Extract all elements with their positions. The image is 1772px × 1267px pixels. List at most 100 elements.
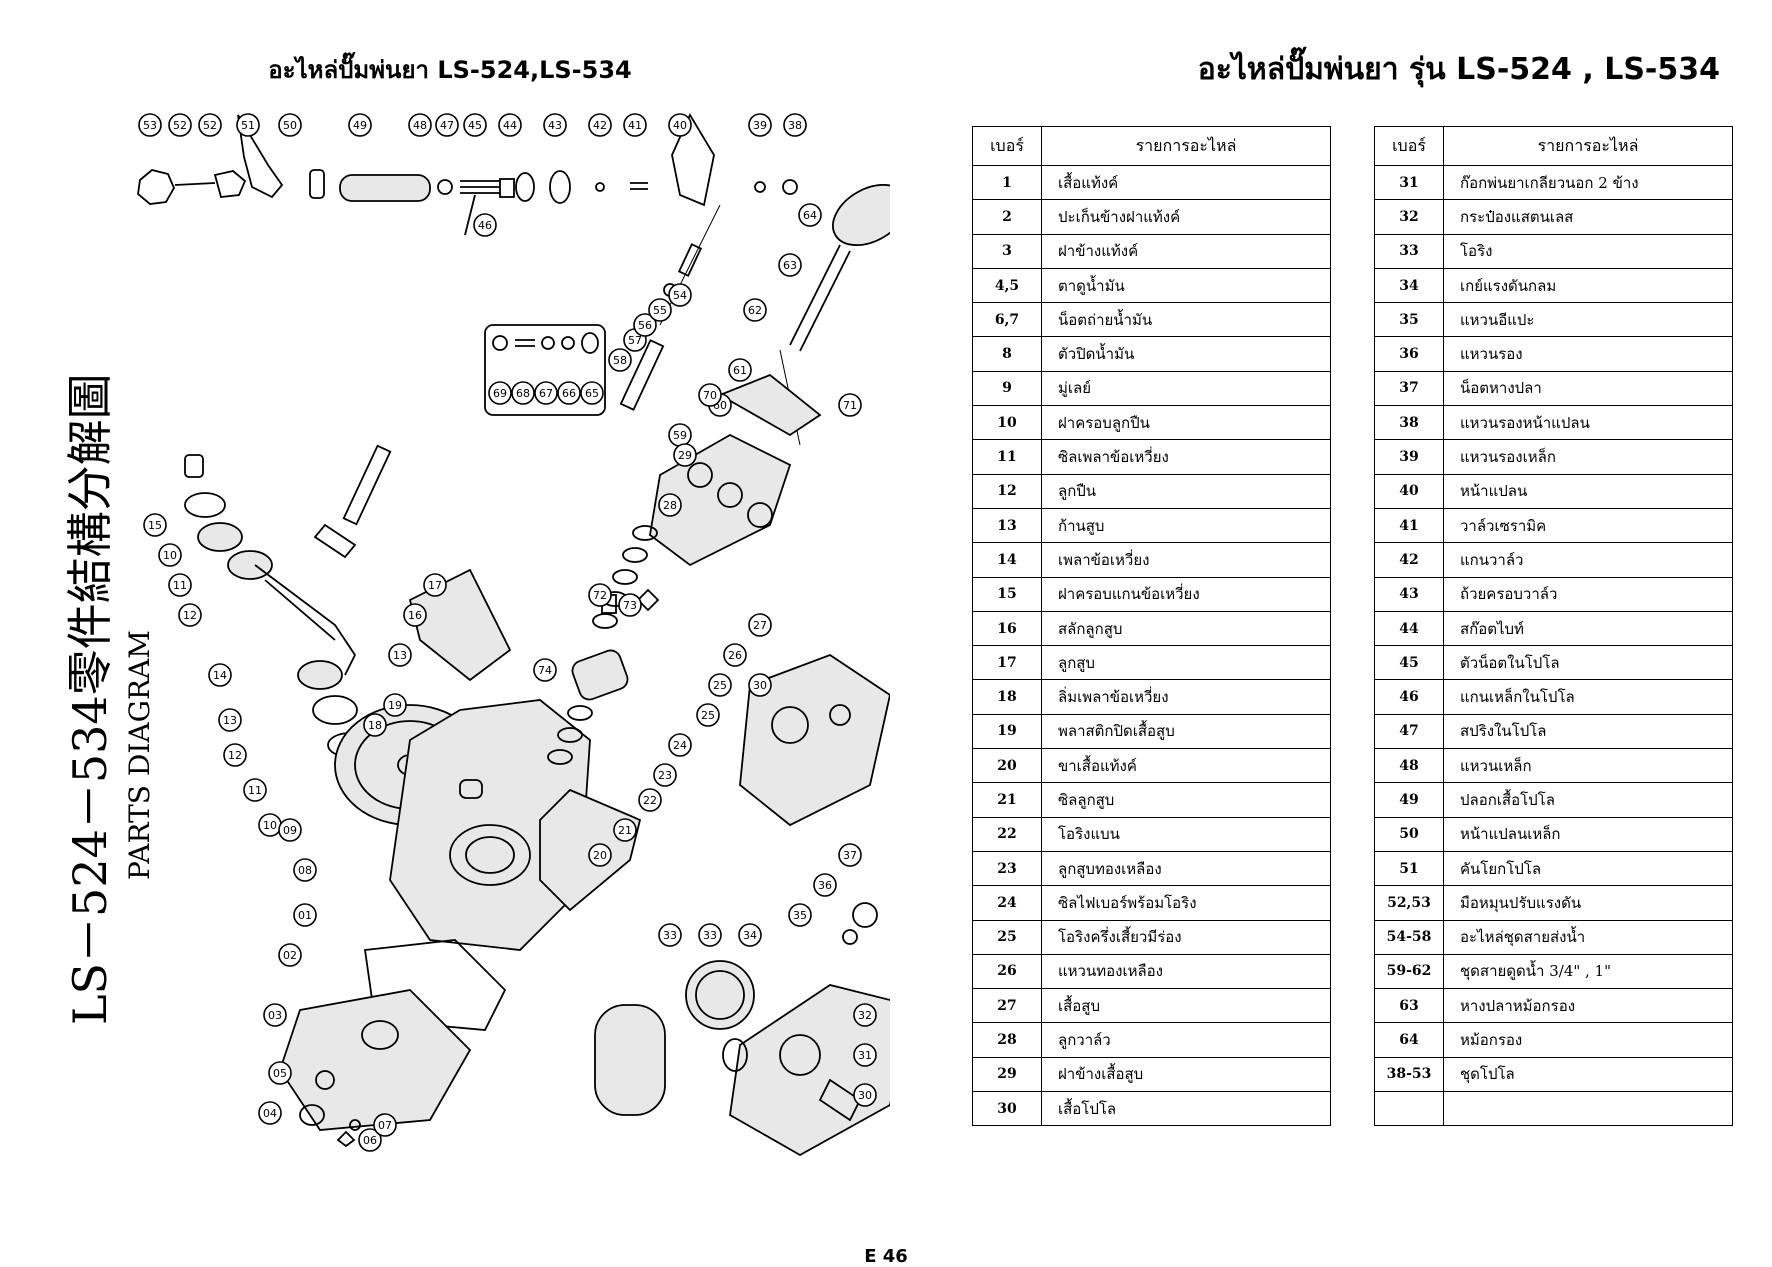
callout-label: 26: [728, 649, 742, 662]
callout-label: 15: [148, 519, 162, 532]
callout-label: 22: [643, 794, 657, 807]
callout-label: 69: [493, 387, 507, 400]
part-name: ฝาครอบแกนข้อเหวี่ยง: [1041, 576, 1331, 612]
callout-33: 33: [698, 923, 722, 947]
part-number: 37: [1374, 370, 1444, 407]
callout-label: 25: [701, 709, 715, 722]
part-number: 12: [972, 473, 1042, 509]
part-name: แหวนเหล็ก: [1443, 748, 1733, 784]
part-name: พลาสติกปิดเสื้อสูบ: [1041, 713, 1331, 750]
callout-40: 40: [668, 113, 692, 137]
callout-10: 10: [158, 543, 182, 567]
part-number: 31: [1374, 164, 1444, 201]
part-number: 64: [1374, 1022, 1444, 1058]
callout-70: 70: [698, 383, 722, 407]
wing-nut: [636, 588, 660, 612]
part-number: 43: [1374, 576, 1444, 612]
callout-label: 23: [658, 769, 672, 782]
callout-49: 49: [348, 113, 372, 137]
callout-28: 28: [658, 493, 682, 517]
part-name: ปลอกเสื้อโปโล: [1443, 782, 1733, 818]
table-header-row: เบอร์ รายการอะไหล่: [1374, 126, 1733, 166]
part-name: ลูกสูบทองเหลือง: [1041, 850, 1331, 887]
part-number: 34: [1374, 267, 1444, 304]
callout-36: 36: [813, 873, 837, 897]
part-number: 49: [1374, 782, 1444, 818]
callout-74: 74: [533, 658, 557, 682]
part-number: 6,7: [972, 302, 1042, 338]
callout-04: 04: [258, 1101, 282, 1125]
part-number: 30: [972, 1091, 1042, 1127]
callout-label: 67: [539, 387, 553, 400]
part-name: กระป๋องแสตนเลส: [1443, 199, 1733, 235]
callout-label: 58: [613, 354, 627, 367]
part-number: 38: [1374, 405, 1444, 441]
part-number: 16: [972, 610, 1042, 647]
callout-03: 03: [263, 1003, 287, 1027]
callout-25: 25: [708, 673, 732, 697]
side-cover: [279, 939, 507, 1148]
callout-41: 41: [623, 113, 647, 137]
callout-52: 52: [168, 113, 192, 137]
part-number: 28: [972, 1022, 1042, 1058]
callout-47: 47: [435, 113, 459, 137]
callout-23: 23: [653, 763, 677, 787]
callout-label: 07: [378, 1119, 392, 1132]
callout-33: 33: [658, 923, 682, 947]
part-name: หม้อกรอง: [1443, 1022, 1733, 1058]
callout-label: 05: [273, 1067, 287, 1080]
callout-59: 59: [668, 423, 692, 447]
part-number: 38-53: [1374, 1056, 1444, 1093]
callout-label: 08: [298, 864, 312, 877]
callout-label: 28: [663, 499, 677, 512]
part-number: 24: [972, 885, 1042, 921]
callout-label: 31: [858, 1049, 872, 1062]
callout-label: 51: [241, 119, 255, 132]
callout-55: 55: [648, 298, 672, 322]
callout-label: 13: [223, 714, 237, 727]
callout-label: 36: [818, 879, 832, 892]
part-number: 50: [1374, 816, 1444, 852]
part-number: 20: [972, 748, 1042, 784]
callout-50: 50: [278, 113, 302, 137]
callout-label: 25: [713, 679, 727, 692]
part-name: ลูกสูบ: [1041, 645, 1331, 681]
callout-54: 54: [668, 283, 692, 307]
callout-13: 13: [218, 708, 242, 732]
part-number: 14: [972, 542, 1042, 578]
part-number: 1: [972, 164, 1042, 201]
callout-16: 16: [403, 603, 427, 627]
part-name: มู่เลย์: [1041, 370, 1331, 407]
callout-48: 48: [408, 113, 432, 137]
part-name: เสื้อแท้งค์: [1041, 164, 1331, 201]
callout-label: 34: [743, 929, 757, 942]
callout-71: 71: [838, 393, 862, 417]
callout-56: 56: [633, 313, 657, 337]
part-number: 25: [972, 919, 1042, 955]
callout-11: 11: [243, 778, 267, 802]
manifold: [594, 653, 890, 1157]
callout-label: 54: [673, 289, 687, 302]
callout-62: 62: [743, 298, 767, 322]
part-number: 51: [1374, 850, 1444, 887]
part-number: 41: [1374, 507, 1444, 544]
part-name: ซิลเพลาข้อเหวี่ยง: [1041, 439, 1331, 475]
callout-11: 11: [168, 573, 192, 597]
callout-label: 11: [248, 784, 262, 797]
part-name: โอริงแบน: [1041, 816, 1331, 852]
callout-label: 68: [516, 387, 530, 400]
